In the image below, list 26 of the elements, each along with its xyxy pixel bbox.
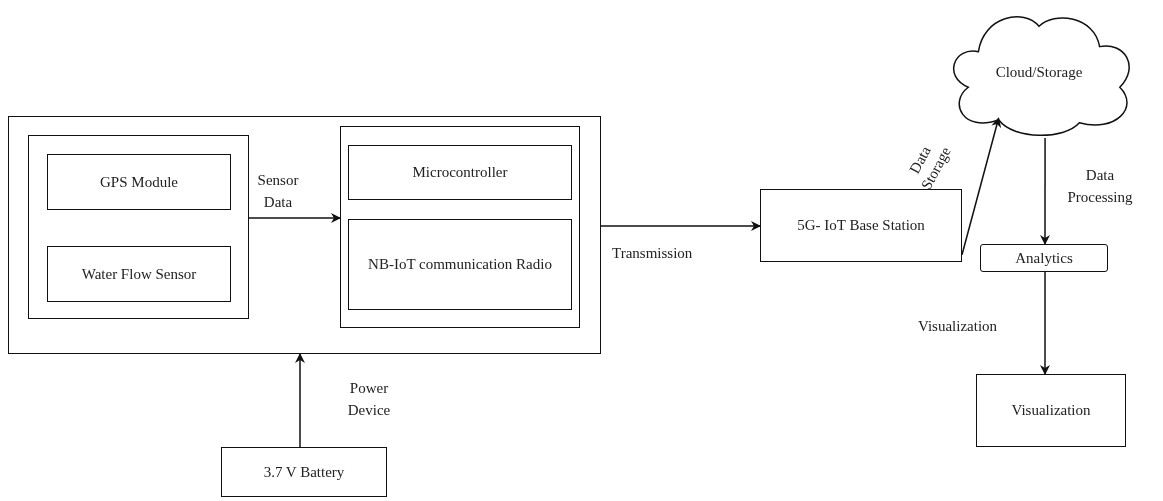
arrow xyxy=(961,117,1002,256)
process-box xyxy=(221,447,387,497)
node-label: NB-IoT communication Radio xyxy=(368,255,552,275)
node-label: Visualization xyxy=(1011,401,1091,421)
sensor-group-box xyxy=(28,135,249,319)
device-box xyxy=(8,116,601,354)
arrow xyxy=(1040,137,1050,245)
node-label: 5G- IoT Base Station xyxy=(797,216,925,236)
arrow xyxy=(248,213,341,223)
node-label: GPS Module xyxy=(100,172,178,192)
process-box xyxy=(47,154,231,210)
node-label: Analytics xyxy=(1015,248,1073,268)
communication-group-box xyxy=(340,126,580,328)
process-box xyxy=(348,145,572,200)
arrow xyxy=(600,221,761,231)
node-label: Cloud/Storage xyxy=(995,62,1083,82)
arrow xyxy=(295,353,305,448)
node-label: Water Flow Sensor xyxy=(81,264,197,284)
node-label: 3.7 V Battery xyxy=(263,462,345,482)
process-box xyxy=(976,374,1126,447)
arrow xyxy=(1040,271,1050,375)
process-box xyxy=(47,246,231,302)
node-label: Microcontroller xyxy=(412,163,508,183)
process-box xyxy=(348,219,572,310)
process-box xyxy=(760,189,962,262)
process-box xyxy=(980,244,1108,272)
